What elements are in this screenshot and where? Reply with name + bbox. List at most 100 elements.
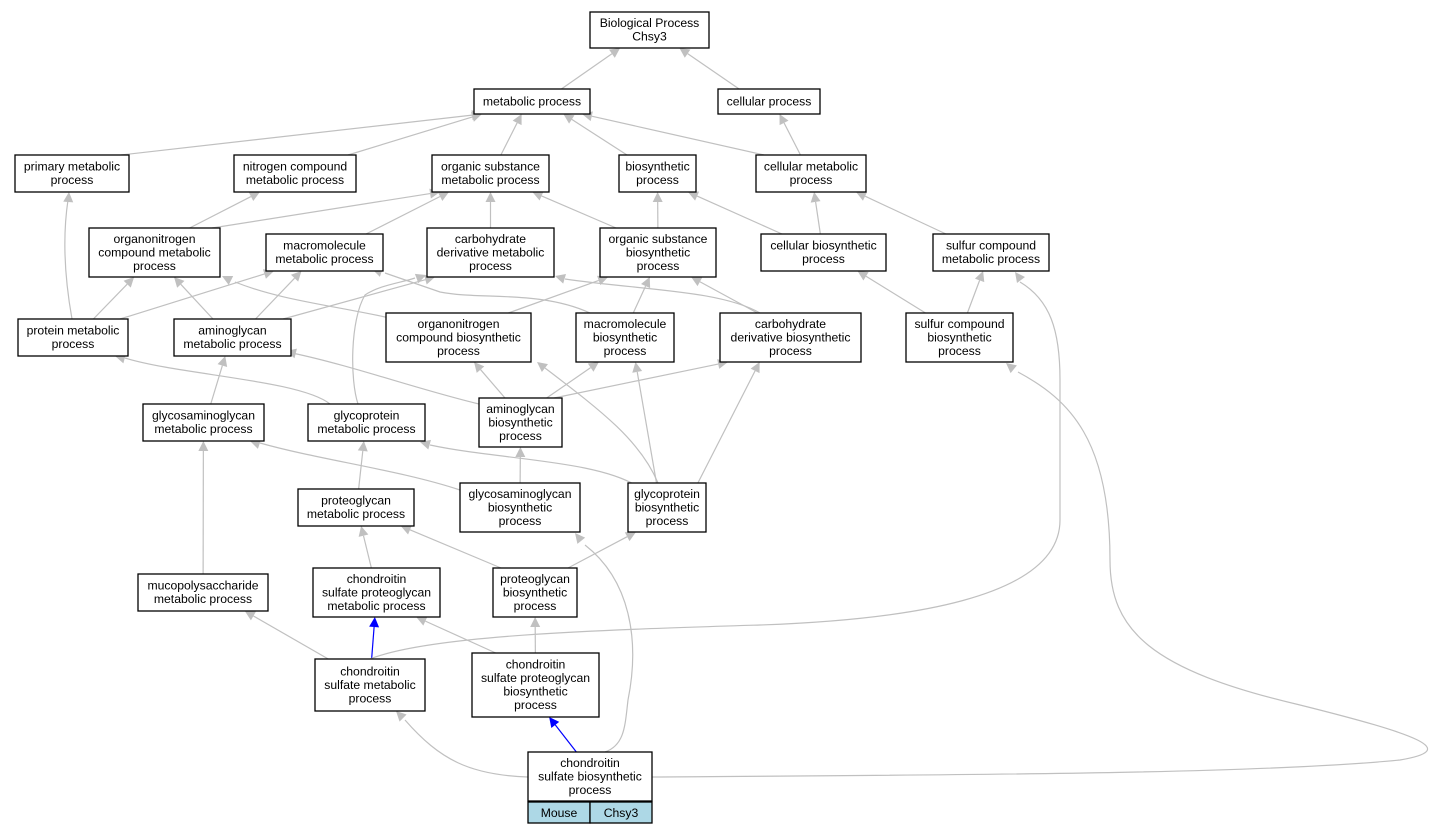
edge (124, 357, 331, 405)
edge-arrowhead (652, 192, 663, 203)
node-label-line: biosynthetic (503, 685, 567, 699)
node-label-line: compound biosynthetic (396, 330, 521, 344)
edge (561, 53, 613, 90)
edge (210, 365, 223, 405)
go-term-node[interactable]: cellular process (717, 88, 821, 115)
node-label-line: biosynthetic (503, 585, 567, 599)
edge (508, 279, 599, 314)
node-label-line: biosynthetic (488, 415, 552, 429)
edge-arrowhead (750, 362, 760, 374)
go-term-node[interactable]: metabolic process (473, 88, 591, 115)
node-box (932, 233, 1050, 272)
node-label-line: protein metabolic (27, 324, 120, 338)
edge-arrowhead (810, 192, 821, 203)
node-box (760, 233, 887, 272)
edge-arrowhead (1006, 363, 1017, 374)
node-box (312, 567, 441, 618)
edge-arrowhead (532, 191, 544, 201)
node-label-line: Chsy3 (632, 30, 667, 44)
edge (189, 196, 252, 229)
node-label-line: chondroitin (340, 664, 400, 678)
edge-arrowhead (632, 362, 643, 373)
node-box (265, 233, 384, 272)
edge-arrowhead (437, 192, 449, 201)
node-box (492, 567, 578, 618)
edge-arrowhead (198, 441, 209, 452)
node-label-line: biosynthetic (488, 500, 552, 514)
gene-cell[interactable]: Chsy3 (589, 801, 653, 824)
node-box (233, 154, 357, 193)
node-label-line: sulfate biosynthetic (538, 769, 642, 783)
node-box (137, 573, 269, 612)
edge (541, 195, 617, 229)
node-box (426, 227, 555, 278)
edge-arrowhead (1015, 272, 1025, 283)
node-box (385, 312, 532, 363)
edge-arrowhead (414, 273, 426, 284)
organism-cell[interactable]: Mouse (527, 801, 591, 824)
node-label-line: process (636, 173, 679, 187)
edge-arrowhead (222, 276, 234, 285)
edge-arrowhead (123, 277, 135, 288)
node-label-line: compound metabolic (98, 245, 210, 259)
node-label-line: process (499, 429, 542, 443)
node-label-line: glycosaminoglycan (152, 409, 255, 423)
node-box (575, 312, 675, 363)
edge (120, 114, 473, 156)
node-label-line: metabolic process (327, 599, 425, 613)
edge (291, 352, 480, 405)
node-box (297, 488, 415, 527)
node-label-line: metabolic process (942, 252, 1040, 266)
node-box (627, 482, 707, 533)
edge (234, 281, 391, 319)
node-label-line: glycoprotein (634, 487, 700, 501)
node-label-line: chondroitin (506, 658, 566, 672)
edge (425, 620, 496, 654)
edge-arrowhead (597, 275, 609, 286)
node-label-line: process (514, 599, 557, 613)
edge (211, 192, 431, 229)
node-label-line: process (133, 259, 176, 273)
node-box (589, 11, 710, 49)
edge-arrowhead (688, 191, 700, 201)
edge (632, 285, 647, 314)
node-label-line: process (790, 173, 833, 187)
edge-arrowhead (549, 717, 560, 728)
node-box (142, 403, 265, 442)
node-label-line: metabolic process (317, 422, 415, 436)
edge-arrowhead (474, 362, 485, 373)
edge-arrowhead (290, 271, 302, 282)
edge-arrowhead (358, 526, 369, 537)
edge (864, 195, 947, 235)
